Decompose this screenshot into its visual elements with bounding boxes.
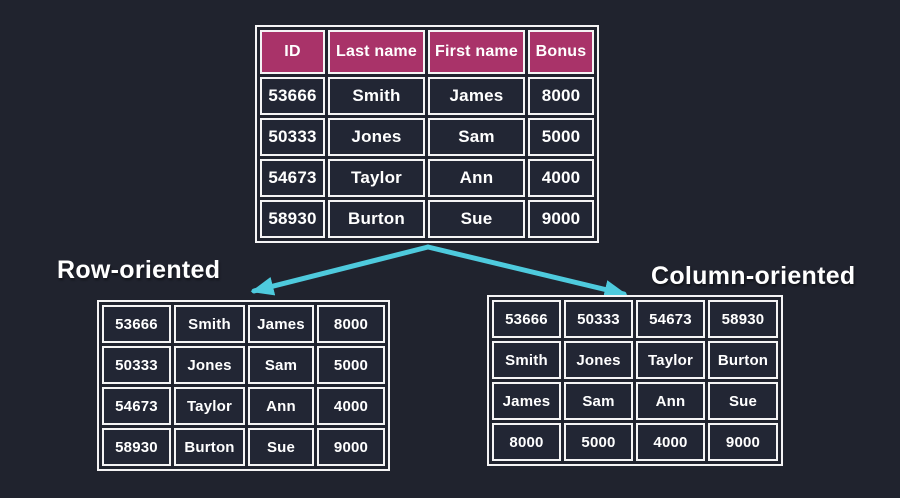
cell: 4000 xyxy=(528,159,594,197)
cell: Ann xyxy=(248,387,314,425)
table-row: 8000 5000 4000 9000 xyxy=(492,423,778,461)
table-row: 58930 Burton Sue 9000 xyxy=(102,428,385,466)
cell: James xyxy=(428,77,525,115)
cell: 5000 xyxy=(564,423,633,461)
cell: Ann xyxy=(428,159,525,197)
cell: Ann xyxy=(636,382,705,420)
cell: 9000 xyxy=(317,428,385,466)
cell: 54673 xyxy=(102,387,171,425)
cell: Sam xyxy=(248,346,314,384)
cell: Taylor xyxy=(174,387,245,425)
cell: Taylor xyxy=(328,159,425,197)
cell: 9000 xyxy=(528,200,594,238)
cell: Sue xyxy=(248,428,314,466)
cell: 50333 xyxy=(564,300,633,338)
cell: 58930 xyxy=(708,300,778,338)
cell: Smith xyxy=(328,77,425,115)
header-cell-bonus: Bonus xyxy=(528,30,594,74)
cell: Smith xyxy=(174,305,245,343)
table-row: 54673 Taylor Ann 4000 xyxy=(102,387,385,425)
table-row: 50333 Jones Sam 5000 xyxy=(260,118,594,156)
table-row: 53666 Smith James 8000 xyxy=(102,305,385,343)
row-oriented-table: 53666 Smith James 8000 50333 Jones Sam 5… xyxy=(97,300,390,471)
cell: Burton xyxy=(708,341,778,379)
table-row: 53666 50333 54673 58930 xyxy=(492,300,778,338)
cell: 50333 xyxy=(102,346,171,384)
cell: 5000 xyxy=(528,118,594,156)
cell: 4000 xyxy=(317,387,385,425)
cell: 53666 xyxy=(260,77,325,115)
column-oriented-table: 53666 50333 54673 58930 Smith Jones Tayl… xyxy=(487,295,783,466)
cell: Burton xyxy=(174,428,245,466)
cell: 8000 xyxy=(528,77,594,115)
column-oriented-label: Column-oriented xyxy=(651,262,856,290)
cell: Jones xyxy=(328,118,425,156)
header-cell-last-name: Last name xyxy=(328,30,425,74)
table-row: James Sam Ann Sue xyxy=(492,382,778,420)
header-cell-id: ID xyxy=(260,30,325,74)
header-cell-first-name: First name xyxy=(428,30,525,74)
cell: 9000 xyxy=(708,423,778,461)
cell: 8000 xyxy=(492,423,561,461)
cell: James xyxy=(248,305,314,343)
cell: Burton xyxy=(328,200,425,238)
cell: Jones xyxy=(564,341,633,379)
cell: Sam xyxy=(428,118,525,156)
cell: 53666 xyxy=(492,300,561,338)
cell: James xyxy=(492,382,561,420)
cell: 5000 xyxy=(317,346,385,384)
cell: 53666 xyxy=(102,305,171,343)
cell: Taylor xyxy=(636,341,705,379)
cell: 58930 xyxy=(102,428,171,466)
cell: Sam xyxy=(564,382,633,420)
cell: 50333 xyxy=(260,118,325,156)
cell: 54673 xyxy=(636,300,705,338)
table-row: Smith Jones Taylor Burton xyxy=(492,341,778,379)
cell: 58930 xyxy=(260,200,325,238)
source-header-row: ID Last name First name Bonus xyxy=(260,30,594,74)
cell: Smith xyxy=(492,341,561,379)
cell: 8000 xyxy=(317,305,385,343)
cell: Sue xyxy=(708,382,778,420)
cell: Jones xyxy=(174,346,245,384)
cell: 54673 xyxy=(260,159,325,197)
table-row: 53666 Smith James 8000 xyxy=(260,77,594,115)
cell: Sue xyxy=(428,200,525,238)
source-table: ID Last name First name Bonus 53666 Smit… xyxy=(255,25,599,243)
table-row: 54673 Taylor Ann 4000 xyxy=(260,159,594,197)
arrow-to-column-oriented xyxy=(425,244,628,299)
row-oriented-label: Row-oriented xyxy=(57,256,221,284)
arrow-to-row-oriented xyxy=(250,244,431,296)
cell: 4000 xyxy=(636,423,705,461)
table-row: 50333 Jones Sam 5000 xyxy=(102,346,385,384)
table-row: 58930 Burton Sue 9000 xyxy=(260,200,594,238)
